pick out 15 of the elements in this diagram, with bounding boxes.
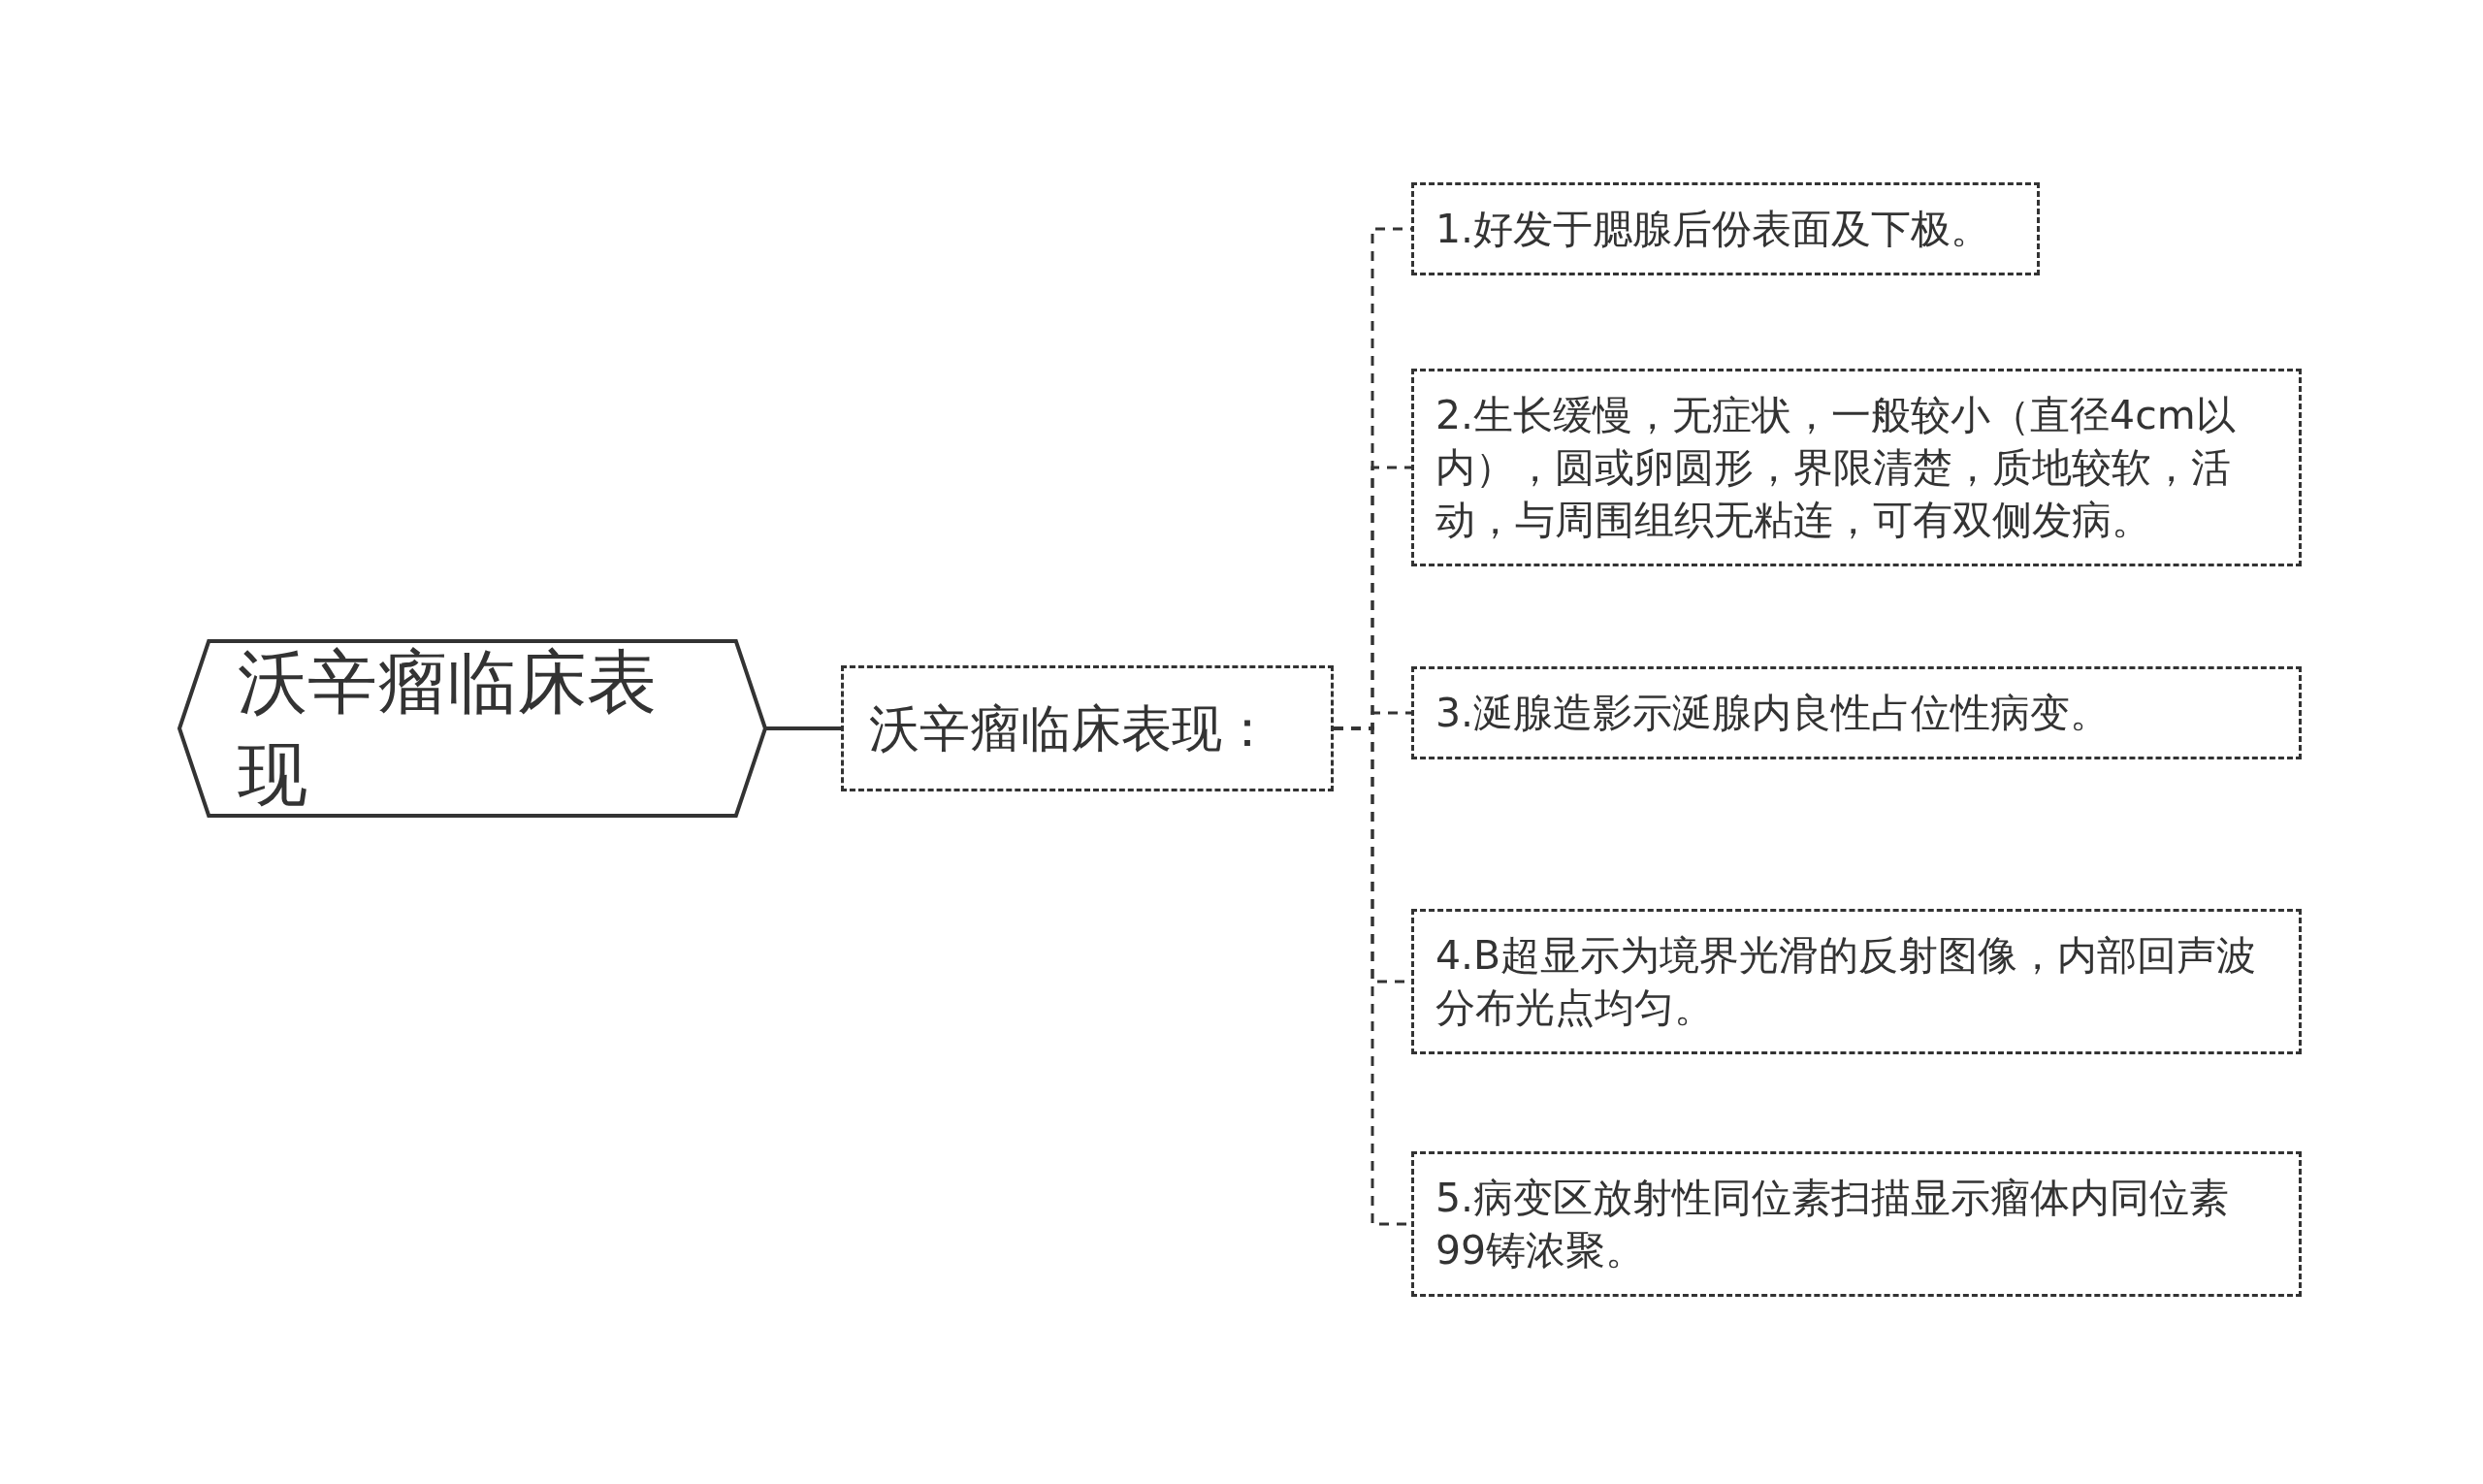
dashed-topic-box <box>1411 369 2302 567</box>
hexagon-node <box>179 641 765 816</box>
dashed-topic-box <box>1411 1151 2302 1298</box>
dashed-topic-box <box>1411 182 2040 276</box>
topic-text: 2.生长缓慢，无症状，一般较小（直径4cm以内），圆或卵圆形，界限清楚，质地较软，活动，与周围组织无粘连，可有双侧发病。 <box>1435 391 2237 546</box>
dashed-topic-box <box>1411 666 2302 760</box>
topic-text: 1.好发于腮腺后份表面及下极。 <box>1435 205 1991 254</box>
topic-text: 沃辛瘤临床表现： <box>869 697 1273 759</box>
dashed-topic-box <box>841 665 1334 791</box>
topic-text: 4.B超显示为境界光滑的反射图像，内部回声波分布光点均匀。 <box>1435 931 2258 1034</box>
connector-line <box>765 726 841 730</box>
topic-text: 5.病变区放射性同位素扫描显示瘤体内同位素99铸浓聚。 <box>1435 1174 2231 1276</box>
topic-text: 沃辛瘤临床表现 <box>238 639 658 817</box>
topic-text: 3.涎腺造影示涎腺内良性占位性病变。 <box>1435 689 2111 738</box>
dashed-topic-box <box>1411 909 2302 1055</box>
